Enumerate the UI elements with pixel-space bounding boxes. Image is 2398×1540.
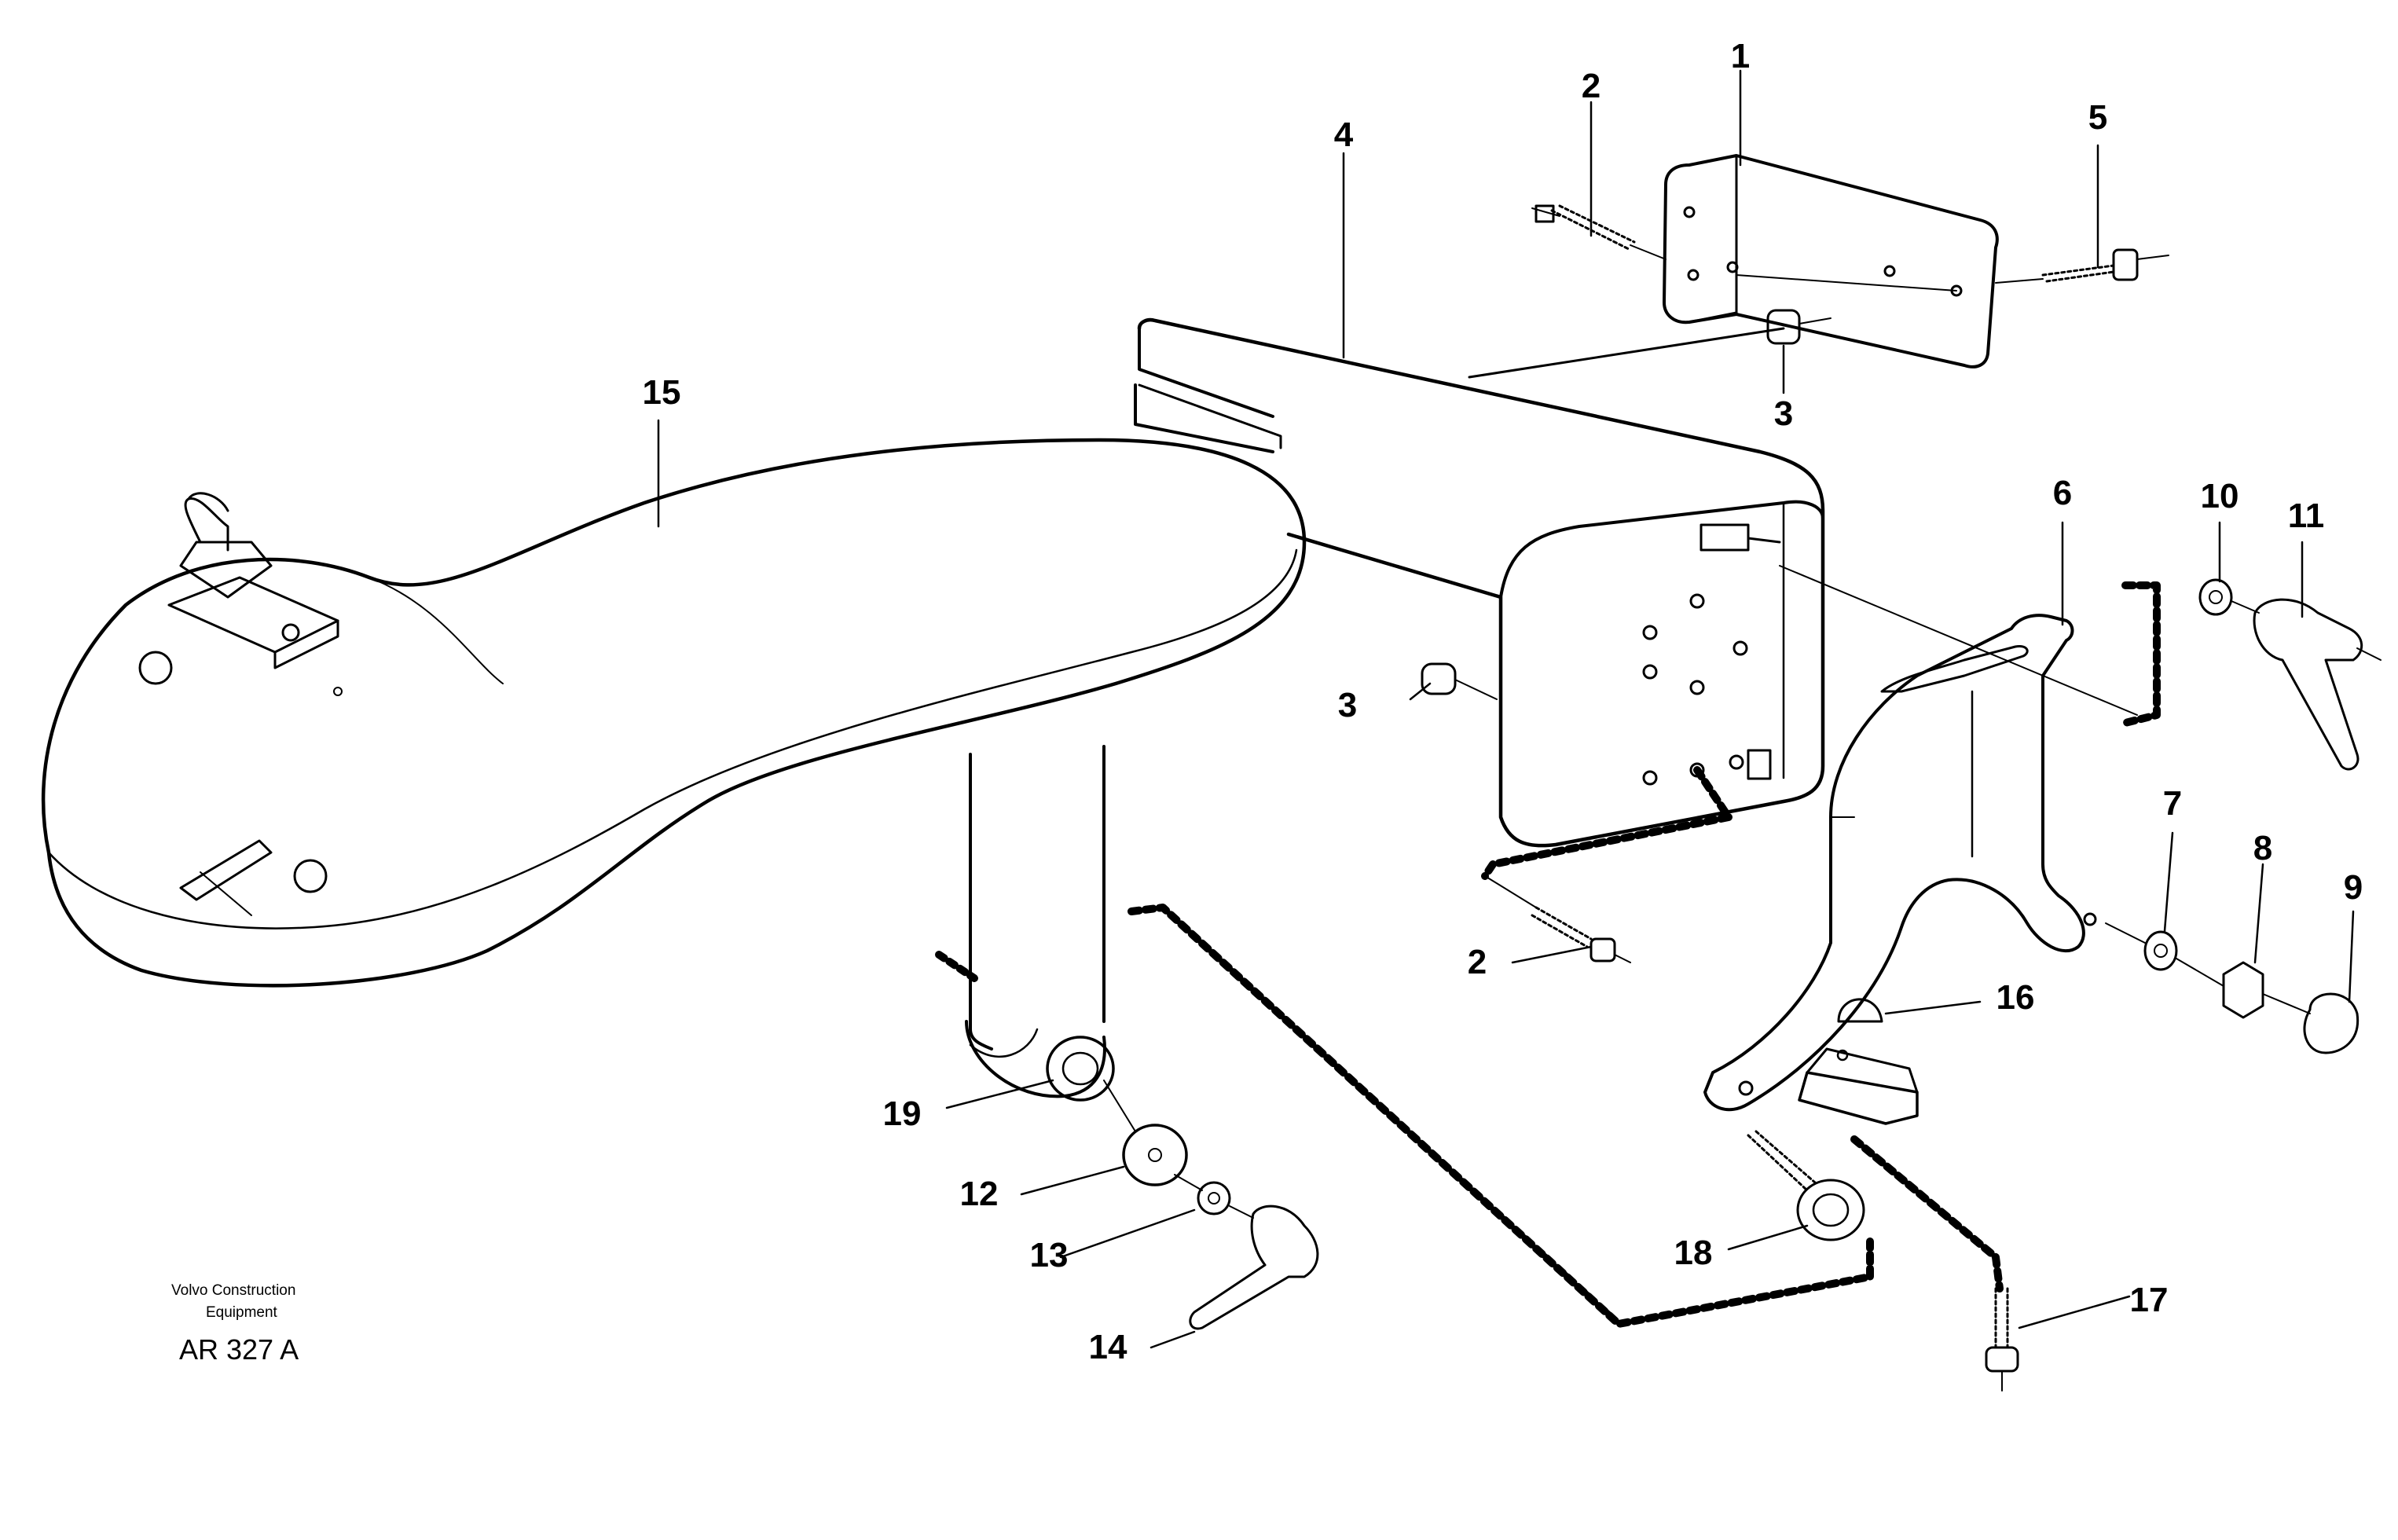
callout-19: 19	[882, 1094, 922, 1133]
caption-company-line2: Equipment	[206, 1304, 277, 1321]
callout-11: 11	[2287, 497, 2325, 535]
caption-company-line1: Volvo Construction	[171, 1282, 296, 1299]
callout-17: 17	[2129, 1281, 2169, 1319]
main-bracket	[1134, 317, 1825, 848]
fasteners	[1046, 204, 2382, 1392]
callout-1: 1	[1730, 37, 1751, 75]
callout-2-lower: 2	[1467, 943, 1487, 981]
callout-6: 6	[2052, 474, 2073, 512]
callout-8: 8	[2253, 829, 2273, 867]
callout-10: 10	[2200, 477, 2239, 515]
callout-3-left: 3	[1337, 686, 1358, 724]
support-post	[935, 745, 1106, 1098]
callout-3-top: 3	[1773, 394, 1794, 433]
callout-7: 7	[2162, 784, 2183, 823]
angle-bracket	[1663, 154, 1999, 368]
callout-13: 13	[1029, 1236, 1069, 1274]
lug-bracket	[1798, 998, 1919, 1125]
callout-9: 9	[2343, 868, 2363, 907]
callout-2-top: 2	[1581, 67, 1601, 105]
caption-figure-code: AR 327 A	[179, 1333, 299, 1366]
callout-4: 4	[1333, 116, 1354, 154]
callout-16: 16	[1996, 978, 2035, 1017]
callout-15: 15	[642, 373, 681, 412]
callout-5: 5	[2088, 98, 2108, 137]
leader-lines	[657, 69, 2355, 1349]
callout-14: 14	[1088, 1328, 1128, 1366]
callout-12: 12	[959, 1175, 999, 1213]
assembly-lines	[1128, 327, 2161, 1328]
slotted-plate	[1703, 614, 2097, 1112]
armrest-pad	[41, 438, 1307, 988]
callout-18: 18	[1674, 1234, 1713, 1272]
